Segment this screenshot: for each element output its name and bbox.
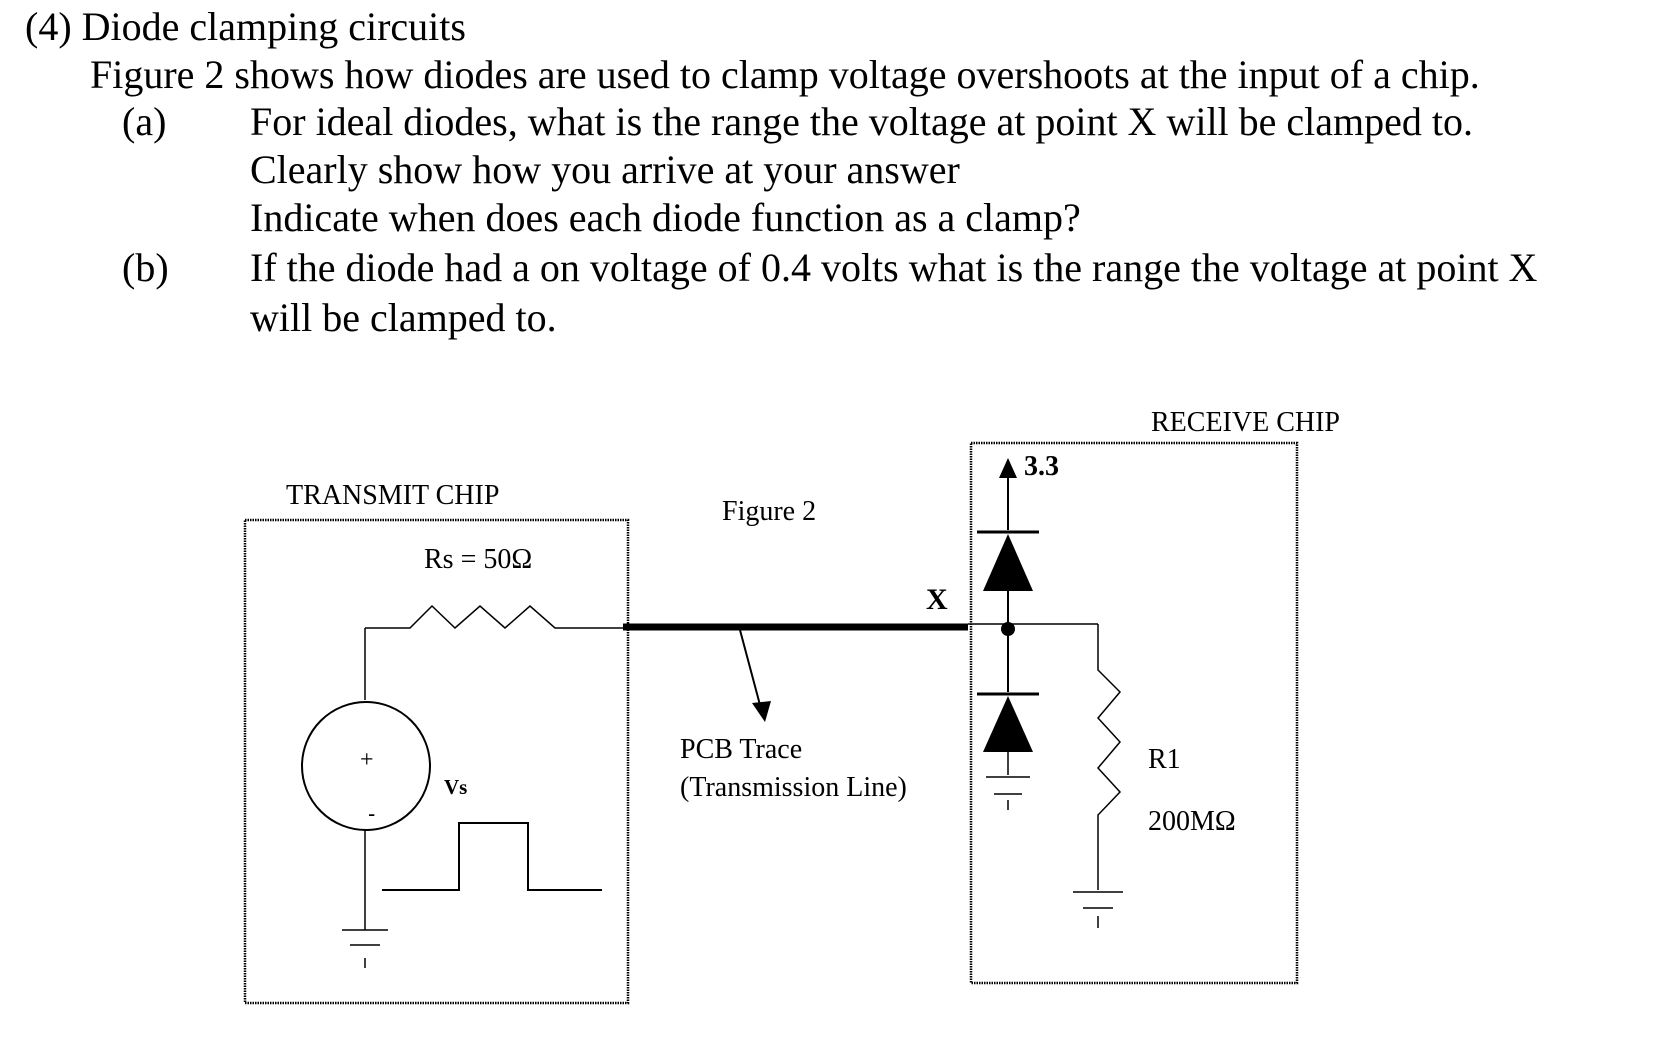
voltage-source: [301, 701, 431, 831]
ground-diode-icon: [986, 776, 1030, 810]
ground-right-icon: [1073, 891, 1123, 928]
pulse-waveform-icon: [382, 822, 602, 891]
load-resistor: [1097, 624, 1122, 890]
trace-pointer: [739, 629, 761, 706]
part-b-label: (b): [122, 245, 169, 290]
part-a-line-1: For ideal diodes, what is the range the …: [250, 99, 1474, 144]
node-x-label: X: [926, 583, 948, 616]
part-a-label: (a): [122, 99, 167, 144]
source-minus-label: -: [368, 801, 376, 826]
figure-caption: Figure 2: [722, 496, 817, 527]
trace-label-line-2: (Transmission Line): [680, 772, 907, 803]
node-x-junction: [1001, 622, 1015, 636]
trace-pointer-arrowhead-icon: [752, 701, 771, 722]
receive-chip-box: [969, 441, 1299, 985]
ground-left-icon: [342, 929, 388, 968]
part-a-line-2: Clearly show how you arrive at your answ…: [250, 147, 960, 192]
lower-diode-icon: [977, 632, 1039, 775]
supply-voltage-label: 3.3: [1024, 451, 1059, 482]
transmit-chip-box: [243, 518, 630, 1005]
load-resistor-value: 200MΩ: [1148, 806, 1236, 837]
part-b-line-1: If the diode had a on voltage of 0.4 vol…: [250, 245, 1538, 290]
upper-diode-icon: [977, 530, 1039, 624]
receive-chip-label: RECEIVE CHIP: [1151, 407, 1340, 438]
supply-arrow-icon: [999, 458, 1017, 478]
load-resistor-name: R1: [1148, 744, 1181, 775]
transmit-chip-label: TRANSMIT CHIP: [286, 480, 500, 511]
source-resistor-label: Rs = 50Ω: [424, 544, 533, 575]
trace-label-line-1: PCB Trace: [680, 734, 803, 765]
source-resistor: [365, 604, 623, 630]
source-label: Vs: [444, 775, 468, 799]
part-a-line-3: Indicate when does each diode function a…: [250, 195, 1081, 240]
part-b-line-2: will be clamped to.: [250, 295, 557, 340]
source-plus-label: +: [360, 747, 374, 773]
question-heading: (4) Diode clamping circuits: [25, 4, 466, 49]
question-intro: Figure 2 shows how diodes are used to cl…: [90, 52, 1480, 97]
